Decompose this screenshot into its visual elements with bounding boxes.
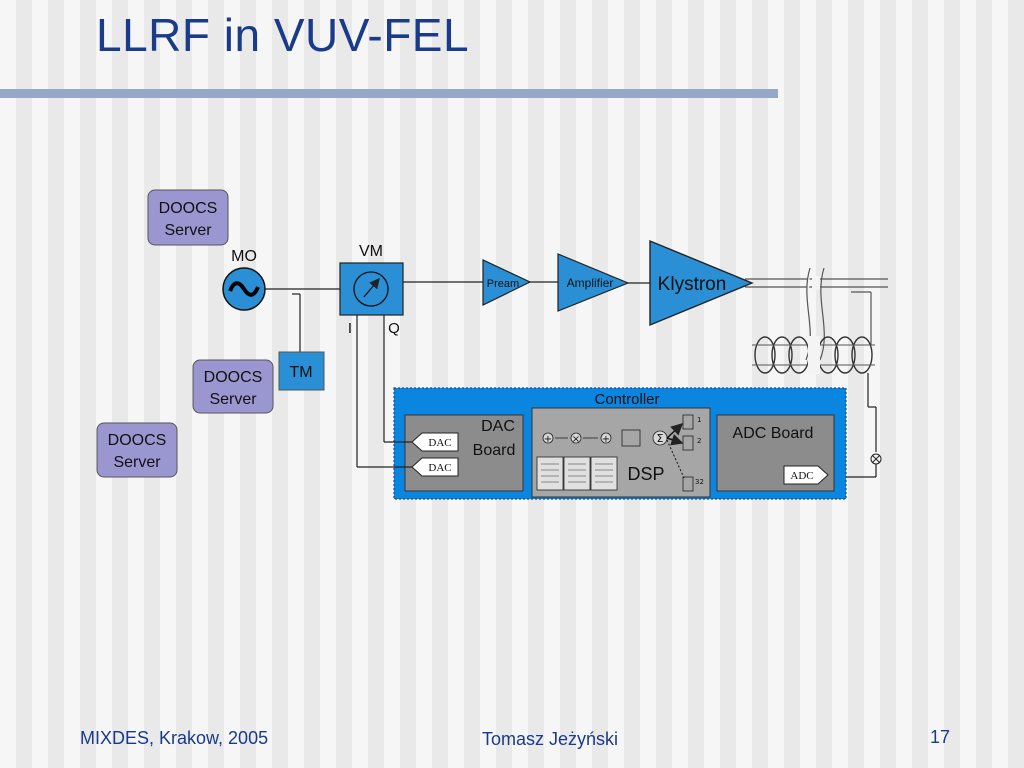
vector-modulator: VM I Q bbox=[339, 243, 404, 337]
svg-text:Board: Board bbox=[473, 442, 516, 459]
mixer-icon bbox=[870, 453, 882, 465]
svg-text:Σ: Σ bbox=[657, 432, 664, 445]
master-oscillator: MO bbox=[222, 248, 266, 311]
preamp: Pream bbox=[482, 259, 532, 306]
svg-text:DAC: DAC bbox=[428, 462, 451, 474]
footer-author: Tomasz Jeżyński bbox=[482, 729, 619, 749]
waveguide bbox=[745, 267, 888, 361]
svg-text:DAC: DAC bbox=[481, 418, 515, 435]
svg-text:DOOCS: DOOCS bbox=[159, 200, 218, 217]
dsp-tables bbox=[536, 456, 618, 491]
page-number: 17 bbox=[930, 727, 951, 747]
svg-text:I: I bbox=[348, 320, 352, 337]
tm-block: TM bbox=[278, 351, 325, 391]
svg-text:1: 1 bbox=[697, 416, 701, 424]
doocs-server-middle: DOOCS Server bbox=[192, 359, 274, 414]
svg-text:Server: Server bbox=[164, 222, 212, 239]
svg-text:+: + bbox=[602, 434, 610, 445]
svg-text:Server: Server bbox=[209, 391, 257, 408]
svg-text:ADC: ADC bbox=[790, 470, 813, 482]
klystron: Klystron bbox=[649, 239, 754, 327]
doocs-server-bottom: DOOCS Server bbox=[96, 422, 178, 478]
svg-text:32: 32 bbox=[695, 478, 704, 486]
slide-title: LLRF in VUV-FEL bbox=[96, 9, 470, 61]
svg-text:Q: Q bbox=[388, 320, 400, 337]
doocs-server-top: DOOCS Server bbox=[147, 189, 229, 246]
svg-text:2: 2 bbox=[697, 437, 701, 445]
svg-text:DAC: DAC bbox=[428, 437, 451, 449]
svg-text:Controller: Controller bbox=[594, 391, 659, 408]
svg-text:×: × bbox=[572, 434, 580, 445]
dsp-block: + × + Σ 1 2 32 bbox=[531, 407, 711, 498]
svg-text:VM: VM bbox=[359, 243, 383, 260]
svg-text:DOOCS: DOOCS bbox=[108, 432, 167, 449]
svg-text:DSP: DSP bbox=[627, 464, 664, 484]
amplifier: Amplifier bbox=[557, 253, 630, 312]
controller: Controller DAC Board DAC DAC + × + bbox=[393, 387, 847, 500]
svg-text:Klystron: Klystron bbox=[658, 274, 727, 295]
svg-text:DOOCS: DOOCS bbox=[204, 369, 263, 386]
svg-text:Pream: Pream bbox=[487, 278, 519, 290]
svg-text:ADC Board: ADC Board bbox=[733, 425, 814, 442]
svg-text:MO: MO bbox=[231, 248, 257, 265]
svg-text:TM: TM bbox=[289, 364, 312, 381]
adc-board: ADC Board ADC bbox=[716, 414, 835, 492]
footer-conference: MIXDES, Krakow, 2005 bbox=[80, 728, 269, 748]
title-rule bbox=[0, 89, 778, 98]
svg-text:+: + bbox=[544, 434, 552, 445]
svg-text:Amplifier: Amplifier bbox=[567, 276, 614, 290]
cavity-string bbox=[752, 336, 875, 374]
svg-text:Server: Server bbox=[113, 454, 161, 471]
dac-board: DAC Board DAC DAC bbox=[404, 414, 524, 492]
